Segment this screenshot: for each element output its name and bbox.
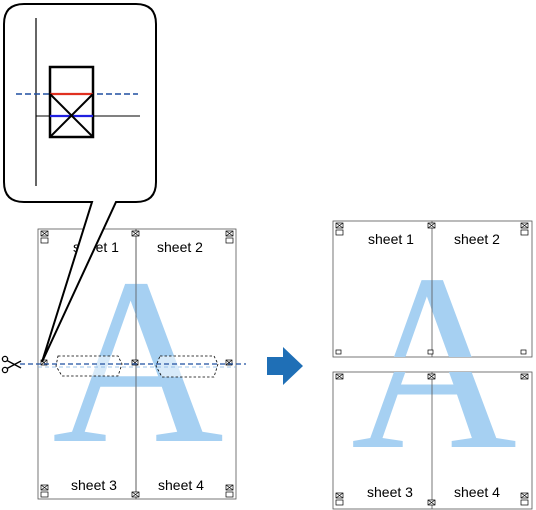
watermark-letter-bottom: A [351, 242, 517, 497]
watermark-letter-top: A [351, 227, 517, 482]
left-sheet-3-label: sheet 3 [71, 477, 117, 493]
zoom-cross-mark [49, 93, 94, 138]
right-sheet-2-label: sheet 2 [454, 231, 500, 247]
right-registration-marks [335, 222, 529, 506]
right-top-half [332, 220, 533, 358]
left-sheet-assembly: A sheet 1 sheet 2 sheet 3 sheet 4 [1, 228, 246, 500]
registration-marks [40, 230, 234, 498]
right-sheet-3-label: sheet 3 [367, 484, 413, 500]
right-arrow-icon [267, 347, 303, 385]
zoom-registration-mark [48, 65, 95, 139]
right-sheet-assembly: A A sheet 1 sheet 2 sheet 3 sheet 4 [332, 220, 533, 510]
zoom-callout [3, 3, 157, 363]
left-sheet-2-label: sheet 2 [157, 239, 203, 255]
right-sheet-1-label: sheet 1 [368, 231, 414, 247]
overlap-regions [55, 355, 219, 378]
left-sheet-4-label: sheet 4 [158, 477, 204, 493]
scissors-icon [1, 355, 22, 374]
right-bottom-half [332, 371, 533, 510]
right-sheet-4-label: sheet 4 [454, 484, 500, 500]
